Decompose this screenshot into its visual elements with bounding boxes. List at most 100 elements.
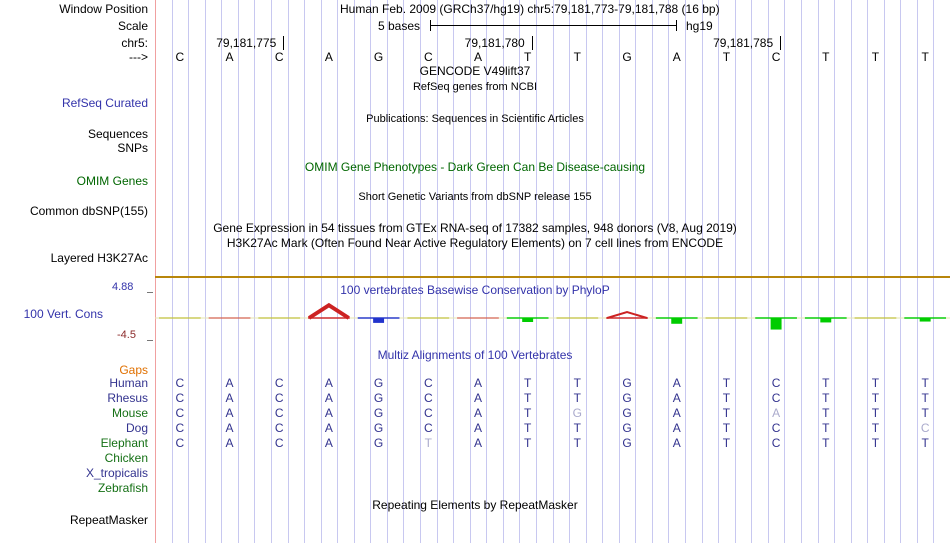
species-label-x_tropicalis[interactable]: X_tropicalis: [85, 466, 148, 480]
ruler-base: C: [771, 50, 781, 64]
alignment-base: A: [672, 376, 681, 390]
refseq-center-title: RefSeq genes from NCBI: [412, 81, 538, 93]
ruler-base: C: [423, 50, 433, 64]
ruler-base: A: [672, 50, 681, 64]
conservation-plot: [155, 302, 950, 330]
alignment-base: T: [722, 391, 731, 405]
ruler-coordinate: 79,181,780: [464, 36, 525, 50]
alignment-base: A: [225, 391, 234, 405]
alignment-base: G: [373, 406, 384, 420]
alignment-base: T: [573, 421, 582, 435]
species-label-zebrafish[interactable]: Zebrafish: [97, 481, 148, 495]
scale-bar-cap-right: [676, 20, 677, 31]
alignment-base: T: [871, 436, 880, 450]
species-label-dog[interactable]: Dog: [125, 421, 148, 435]
refseq-curated-label[interactable]: RefSeq Curated: [61, 96, 148, 110]
alignment-base: G: [373, 421, 384, 435]
omim-genes-label[interactable]: OMIM Genes: [76, 174, 148, 188]
alignment-base: T: [822, 391, 830, 405]
layered-h3k27ac-label[interactable]: Layered H3K27Ac: [50, 251, 148, 265]
conservation-bar: [606, 311, 648, 319]
conservation-top-border: [155, 276, 950, 278]
alignment-base: A: [324, 406, 333, 420]
ruler-base: T: [523, 50, 532, 64]
repeatmasker-label[interactable]: RepeatMasker: [69, 513, 148, 527]
conservation-label[interactable]: 100 Vert. Cons: [23, 307, 103, 321]
common-dbsnp-label[interactable]: Common dbSNP(155): [29, 204, 148, 218]
alignment-base: A: [473, 421, 482, 435]
ruler-base: G: [622, 50, 632, 64]
ruler-base: T: [871, 50, 880, 64]
alignment-base: C: [274, 376, 284, 390]
scale-bar-cap-left: [430, 20, 431, 31]
alignment-base: A: [473, 376, 482, 390]
scale-value: 5 bases: [378, 19, 421, 33]
alignment-base: G: [622, 376, 632, 390]
alignment-base: A: [672, 406, 681, 420]
ruler-coordinate: 79,181,775: [216, 36, 277, 50]
alignment-base: C: [274, 421, 284, 435]
multiz-center-title: Multiz Alignments of 100 Vertebrates: [377, 348, 573, 362]
alignment-base: T: [573, 376, 582, 390]
alignment-base: C: [175, 436, 185, 450]
conservation-bar: [755, 317, 797, 330]
conservation-bar: [804, 317, 847, 323]
alignment-base: G: [373, 391, 384, 405]
assembly-label: hg19: [686, 19, 713, 33]
conservation-axis-max: 4.88: [112, 281, 134, 293]
alignment-base: T: [822, 376, 830, 390]
alignment-base: T: [523, 421, 532, 435]
omim-center-title: OMIM Gene Phenotypes - Dark Green Can Be…: [304, 160, 646, 174]
conservation-bar: [357, 317, 400, 323]
ruler-base: T: [722, 50, 731, 64]
alignment-base: T: [523, 436, 532, 450]
alignment-base: C: [175, 376, 185, 390]
scale-label: Scale: [117, 19, 148, 33]
species-label-human[interactable]: Human: [109, 376, 148, 390]
alignment-base: C: [274, 391, 284, 405]
alignment-base: C: [175, 421, 185, 435]
alignment-base: C: [771, 391, 781, 405]
alignment-base: C: [423, 406, 433, 420]
alignment-base: C: [423, 421, 433, 435]
alignment-base: T: [523, 376, 532, 390]
strand-label: --->: [129, 50, 148, 64]
alignment-base: T: [722, 376, 731, 390]
alignment-base: A: [473, 391, 482, 405]
alignment-base: A: [225, 421, 234, 435]
alignment-base: G: [572, 406, 583, 420]
gaps-label: Gaps: [119, 363, 148, 377]
alignment-base: G: [373, 376, 384, 390]
alignment-base: A: [324, 376, 333, 390]
dbsnp-center-title: Short Genetic Variants from dbSNP releas…: [358, 191, 592, 203]
ruler-coordinate-tick: [780, 36, 782, 50]
ruler-coordinate: 79,181,785: [713, 36, 774, 50]
species-label-chicken[interactable]: Chicken: [104, 451, 148, 465]
gencode-center-title: GENCODE V49lift37: [419, 64, 531, 78]
alignment-base: T: [822, 406, 830, 420]
alignment-base: G: [622, 391, 632, 405]
alignment-base: T: [573, 391, 582, 405]
snps-label[interactable]: SNPs: [117, 141, 148, 155]
alignment-base: A: [672, 421, 681, 435]
conservation-bar: [655, 317, 698, 324]
ruler-base: C: [274, 50, 284, 64]
conservation-axis-min-tick: [147, 340, 153, 341]
ruler-base: T: [573, 50, 582, 64]
alignment-base: C: [175, 406, 185, 420]
species-label-mouse[interactable]: Mouse: [111, 406, 148, 420]
alignment-base: T: [921, 376, 929, 390]
species-label-rhesus[interactable]: Rhesus: [107, 391, 148, 405]
alignment-base: C: [274, 406, 284, 420]
alignment-base: A: [473, 406, 482, 420]
species-label-elephant[interactable]: Elephant: [100, 436, 148, 450]
alignment-base: C: [423, 391, 433, 405]
alignment-base: T: [871, 391, 880, 405]
alignment-base: C: [920, 421, 930, 435]
sequences-label[interactable]: Sequences: [87, 127, 148, 141]
ruler-base: T: [822, 50, 830, 64]
conservation-center-title: 100 vertebrates Basewise Conservation by…: [340, 283, 610, 297]
ruler-coordinate-tick: [531, 36, 533, 50]
alignment-base: A: [672, 436, 681, 450]
h3k27ac-center-title: H3K27Ac Mark (Often Found Near Active Re…: [226, 236, 724, 250]
